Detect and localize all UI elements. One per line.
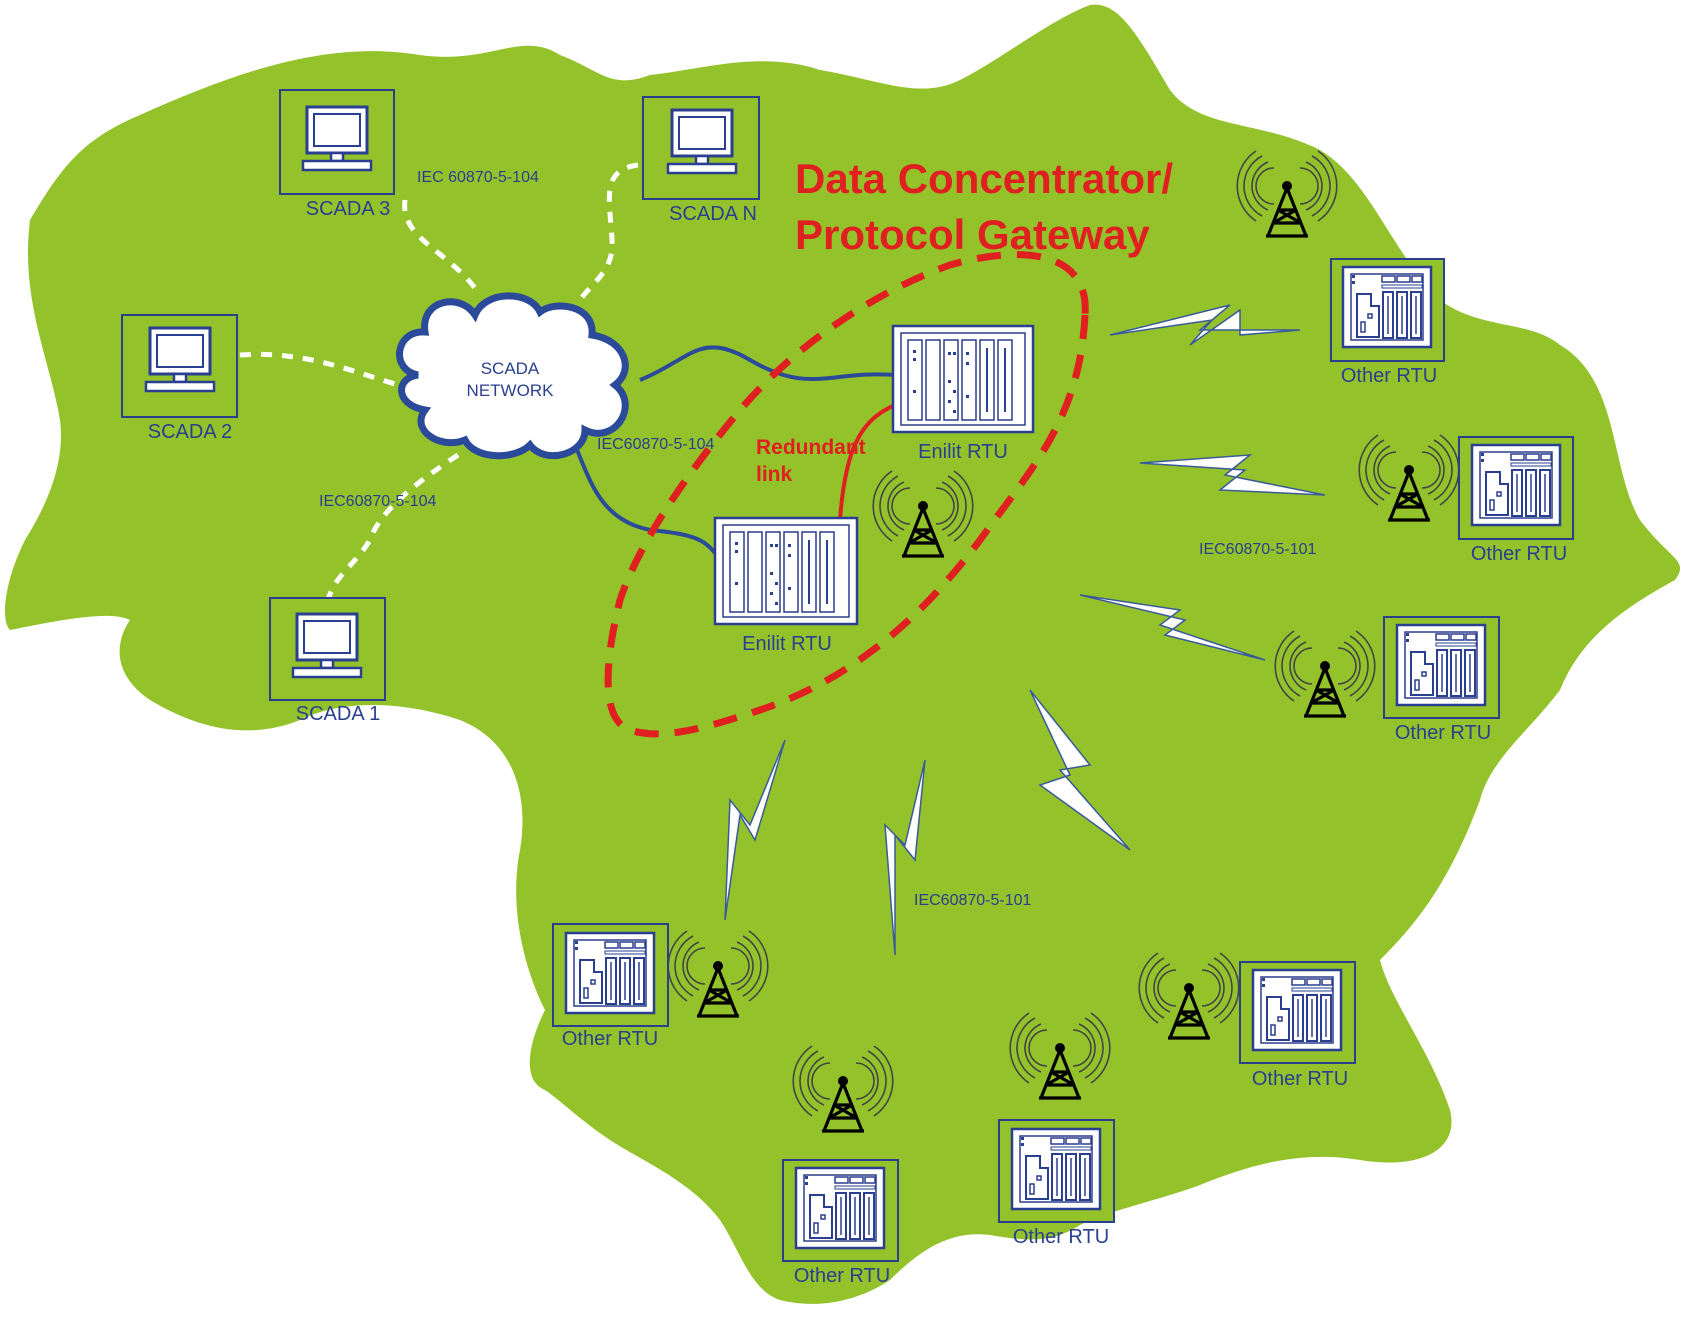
- other-rtu-7[interactable]: Other RTU: [782, 1159, 899, 1287]
- redundant-link: [838, 403, 896, 521]
- redundant-label-line-1: Redundant: [756, 436, 866, 459]
- scada-station-2[interactable]: SCADA 2: [121, 314, 238, 443]
- lightning-link-icon: [1079, 594, 1266, 661]
- other-rtu-1[interactable]: Other RTU: [1330, 258, 1445, 387]
- cloud-label-2: NETWORK: [467, 381, 555, 400]
- other-rtu-label: Other RTU: [1252, 1068, 1348, 1090]
- other-rtu-label: Other RTU: [1013, 1226, 1109, 1248]
- rtu-rack-icon: [1341, 265, 1433, 349]
- protocol-label: IEC60870-5-101: [1199, 541, 1317, 558]
- scada-station-1[interactable]: SCADA 1: [269, 597, 386, 725]
- rtu-rack-icon: [1251, 968, 1343, 1052]
- protocol-label: IEC60870-5-104: [319, 493, 437, 510]
- lightning-link-icon: [1139, 454, 1326, 496]
- other-rtu-3[interactable]: Other RTU: [1383, 616, 1500, 744]
- other-rtu-2[interactable]: Other RTU: [1458, 436, 1574, 565]
- scada-label: SCADA 1: [296, 703, 380, 725]
- enilit-label: Enilit RTU: [918, 441, 1008, 463]
- monitor-icon: [291, 612, 363, 679]
- lightning-link-icon: [884, 759, 926, 956]
- rtu-rack-icon: [794, 1166, 886, 1250]
- other-rtu-6[interactable]: Other RTU: [998, 1119, 1115, 1248]
- scada-label: SCADA N: [669, 203, 757, 225]
- lightning-link-icon: [1029, 689, 1131, 851]
- protocol-label: IEC 60870-5-104: [417, 169, 539, 186]
- gateway-boundary: [604, 251, 1089, 738]
- other-rtu-label: Other RTU: [1395, 722, 1491, 744]
- other-rtu-5[interactable]: Other RTU: [1239, 961, 1356, 1090]
- cloud-icon: SCADA NETWORK: [396, 292, 629, 460]
- enilit-rtu-upper[interactable]: Enilit RTU: [891, 324, 1035, 463]
- gateway-title-line-1: Data Concentrator/: [795, 155, 1173, 202]
- monitor-icon: [301, 105, 373, 172]
- rtu-rack-icon: [564, 931, 656, 1015]
- monitor-icon: [144, 326, 216, 393]
- protocol-label: IEC60870-5-104: [597, 436, 715, 453]
- protocol-label: IEC60870-5-101: [914, 892, 1032, 909]
- lightning-link-icon: [724, 739, 786, 921]
- redundant-label-line-2: link: [756, 463, 792, 486]
- scada-station-n[interactable]: SCADA N: [642, 96, 760, 225]
- scada-label: SCADA 3: [306, 198, 390, 220]
- other-rtu-label: Other RTU: [562, 1028, 658, 1050]
- other-rtu-label: Other RTU: [794, 1265, 890, 1287]
- scada-station-3[interactable]: SCADA 3: [279, 89, 395, 220]
- rtu-rack-icon: [1010, 1127, 1102, 1211]
- cloud-label-1: SCADA: [481, 359, 540, 378]
- enilit-rtu-lower[interactable]: Enilit RTU: [713, 516, 859, 655]
- monitor-icon: [666, 108, 738, 175]
- rtu-rack-icon: [1470, 443, 1562, 527]
- other-rtu-label: Other RTU: [1341, 365, 1437, 387]
- scada-links: [239, 162, 639, 601]
- scada-label: SCADA 2: [148, 421, 232, 443]
- other-rtu-4[interactable]: Other RTU: [552, 923, 669, 1050]
- gateway-title-line-2: Protocol Gateway: [795, 211, 1150, 258]
- other-rtu-label: Other RTU: [1471, 543, 1567, 565]
- enilit-label: Enilit RTU: [742, 633, 832, 655]
- rtu-rack-icon: [1395, 623, 1487, 707]
- lightning-link-icon: [1109, 304, 1301, 346]
- radio-links: [724, 304, 1326, 956]
